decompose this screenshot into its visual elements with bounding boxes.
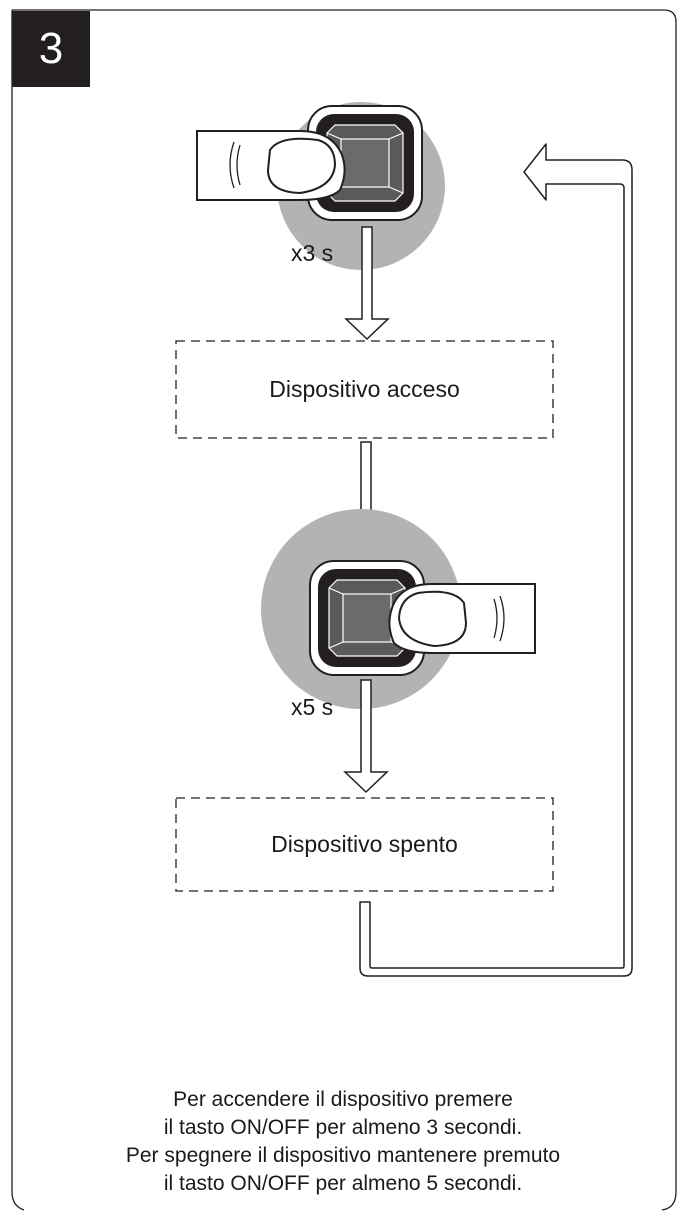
finger-press-icon — [388, 583, 536, 654]
caption-line: Per accendere il dispositivo premere — [173, 1088, 513, 1111]
state-label-off: Dispositivo spento — [271, 831, 458, 857]
instruction-caption: Per accendere il dispositivo premere il … — [0, 1086, 686, 1198]
caption-line: il tasto ON/OFF per almeno 3 secondi. — [163, 1116, 523, 1139]
loop-back-arrow — [359, 143, 633, 977]
panel-border — [11, 9, 677, 1211]
step-number-badge: 3 — [12, 11, 90, 87]
finger-press-icon — [196, 130, 346, 201]
state-box-on — [175, 340, 554, 439]
caption-line: Per spegnere il dispositivo mantenere pr… — [125, 1144, 561, 1167]
power-button-icon — [309, 560, 425, 676]
power-button-icon — [307, 105, 423, 221]
hold-time-on: x3 s — [291, 240, 334, 266]
state-box-off — [175, 797, 554, 892]
state-label-on: Dispositivo acceso — [269, 376, 460, 402]
caption-line: il tasto ON/OFF per almeno 5 secondi. — [163, 1172, 523, 1195]
hold-time-off: x5 s — [291, 694, 334, 720]
